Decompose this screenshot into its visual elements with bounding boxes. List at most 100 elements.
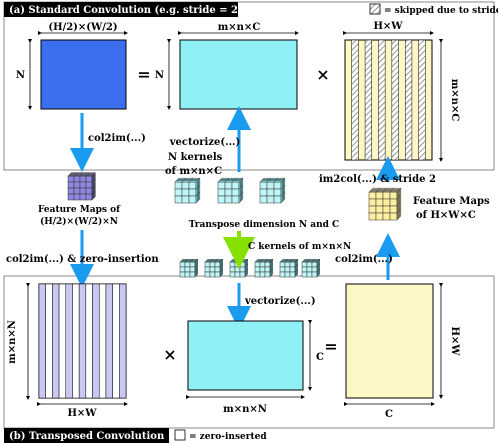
cube-cell [231,181,240,190]
cube-cell [174,188,183,197]
cube [279,258,299,278]
input-feature-map-cube [368,187,402,221]
cube-cell [181,195,190,204]
cube-cell [259,261,266,268]
cube-cell [382,191,391,200]
cube [259,177,286,204]
cube-cell [229,261,236,268]
label-vectorize-b: vectorize(...) [244,296,316,307]
cube-cell [389,205,398,214]
cube [204,258,224,278]
label-feature-maps-a-1: Feature Maps of [38,205,121,215]
cube-cell [189,271,196,278]
cube-cell [375,198,384,207]
cube-cell [389,191,398,200]
cube-cell [204,271,211,278]
times-a: × [316,65,329,84]
cube-cell [79,187,87,195]
cube-cell [234,261,241,268]
cube-cell [254,261,261,268]
label-im2col: im2col(...) & stride 2 [319,174,436,185]
zero-column [98,283,107,399]
data-column [119,283,127,399]
label-col2im-b: col2im(...) [335,254,393,265]
zero-inserted-matrix-b [38,283,127,399]
legend-zero-swatch [174,429,186,441]
cube-cell [209,261,216,268]
label-c-kernels: C kernels of m×n×N [248,242,351,252]
label-mnn-left: m×n×N [7,320,18,364]
cube-cell [179,271,186,278]
zero-column [45,283,53,399]
cube-cell [254,271,261,278]
equals-b: = [324,337,337,356]
cube-cell [188,181,197,190]
cube-cell-side [241,191,244,202]
cube-cell [375,191,384,200]
cube-cell [209,271,216,278]
label-col2im-zero: col2im(...) & zero-insertion [6,254,159,265]
cube-cell [259,195,268,204]
cube-cell [67,175,75,183]
input-col-matrix-a [344,39,433,161]
kernel-matrix-b [187,320,304,391]
legend-skipped: = skipped due to stride 2 [384,6,498,16]
cube-cell [382,205,391,214]
cube-cell [306,266,313,273]
cube-cell-side [221,268,223,276]
label-mnc-top: m×n×C [218,22,261,33]
cube-cell-top [392,187,402,190]
cube-cell [239,271,246,278]
panel-a-border [3,1,495,171]
cube-cell [73,181,81,189]
cube-cell-side [271,268,273,276]
zero-column [72,283,80,399]
legend-zero-inserted: = zero-inserted [189,432,267,442]
cube [368,187,402,221]
cube-cell [204,261,211,268]
cube-cell [284,266,291,273]
cube-cell [231,188,240,197]
kernel-cubes-top [174,177,286,204]
cube-cell-side [94,190,96,199]
panel-a-title: (a) Standard Convolution (e.g. stride = … [9,5,243,16]
cube-cell [85,187,93,195]
zero-column [85,283,93,399]
zero-column [58,283,67,399]
cube-cell [229,266,236,273]
cube-cell [306,271,313,278]
cube-cell [259,266,266,273]
cube-cell [224,195,233,204]
label-col2im-a: col2im(...) [88,133,146,144]
output-matrix-a [40,39,127,110]
legend-hatch-swatch [369,3,381,15]
cube-cell [311,271,318,278]
cube-cell-top [378,187,388,190]
cube-cell [264,271,271,278]
cube-cell [279,271,286,278]
cube-cell-side [296,268,298,276]
cube [229,258,249,278]
label-h2w2: (H/2)×(W/2) [48,22,117,33]
label-vectorize-a: vectorize(...) [169,137,241,148]
cube-cell [174,195,183,204]
cube-cell [284,271,291,278]
label-feature-maps-in-2: of H×W×C [416,210,476,221]
cube-cell [231,195,240,204]
cube-cell [67,187,75,195]
cube-cell [311,261,318,268]
label-n-left: N [16,70,25,81]
cube-cell [239,261,246,268]
skipped-column [391,39,399,161]
cube-cell [73,187,81,195]
cube-cell [67,193,75,201]
cube [301,258,321,278]
cube-cell [188,195,197,204]
cube-cell [273,195,282,204]
cube-cell [73,193,81,201]
output-matrix-b [345,283,434,399]
panel-b-title: (b) Transposed Convolution [9,431,165,442]
cube-cell [264,261,271,268]
cube-cell [375,212,384,221]
cube-cell [264,266,271,273]
